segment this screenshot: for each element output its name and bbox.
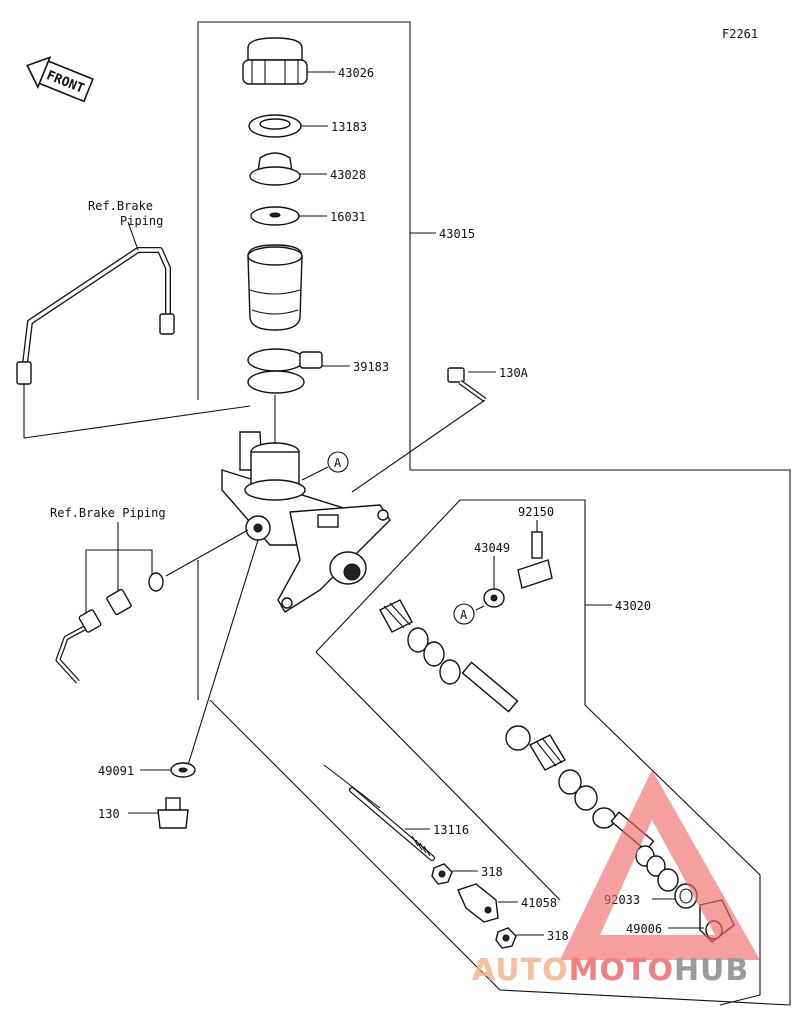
master-cylinder-body: [221, 395, 391, 613]
hose-clamp: [247, 348, 350, 394]
label-318-lower: 318: [547, 929, 569, 943]
clevis: [457, 883, 518, 923]
label-43020: 43020: [615, 599, 651, 613]
reservoir-tank: [247, 244, 303, 331]
diagram-code: F2261: [722, 27, 758, 41]
label-43028: 43028: [330, 168, 366, 182]
label-43026: 43026: [338, 66, 374, 80]
label-49091: 49091: [98, 764, 134, 778]
reservoir-cap: [242, 37, 335, 85]
callout-a-bottom: A: [460, 608, 468, 622]
label-41058: 41058: [521, 896, 557, 910]
diaphragm-plate: [248, 114, 328, 138]
watermark-part-auto: AUTO: [472, 953, 569, 988]
ref-brake-piping-top-line1: Ref.Brake: [88, 199, 153, 213]
label-130: 130: [98, 807, 120, 821]
label-13183: 13183: [331, 120, 367, 134]
brake-pipe-top: [16, 221, 251, 439]
diaphragm: [249, 152, 327, 186]
piston-kit: [379, 599, 679, 892]
bleeder-cap: [475, 556, 505, 611]
banjo-bolt-130a: [351, 367, 496, 493]
brake-pipe-left: [55, 522, 249, 684]
push-rod: [323, 764, 435, 861]
label-43049: 43049: [474, 541, 510, 555]
label-43015: 43015: [439, 227, 475, 241]
bleeder-valve: [517, 520, 553, 589]
label-39183: 39183: [353, 360, 389, 374]
front-arrow-icon: FRONT: [26, 56, 94, 103]
watermark-triangle-icon: [560, 770, 760, 960]
ref-brake-piping-top-line2: Piping: [120, 214, 163, 228]
ref-brake-piping-left: Ref.Brake Piping: [50, 506, 166, 520]
lock-nut-upper: [431, 863, 478, 885]
label-130a: 130A: [499, 366, 529, 380]
label-318-upper: 318: [481, 865, 503, 879]
watermark-part-hub: HUB: [674, 953, 749, 988]
assembly-bracket-43020: [209, 499, 791, 1006]
label-92150: 92150: [518, 505, 554, 519]
watermark-part-moto: MOTO: [569, 953, 674, 988]
label-49006: 49006: [626, 922, 662, 936]
lock-nut-lower: [495, 927, 544, 949]
assembly-bracket-43015: [197, 21, 791, 1005]
label-16031: 16031: [330, 210, 366, 224]
watermark-text: AUTOMOTOHUB: [472, 953, 749, 988]
washer-49091: [140, 539, 259, 778]
callout-a-top: A: [334, 456, 342, 470]
washer-16031: [250, 206, 327, 226]
label-13116: 13116: [433, 823, 469, 837]
automotohub-watermark: AUTOMOTOHUB: [472, 770, 760, 988]
bolt-130: [128, 797, 189, 829]
